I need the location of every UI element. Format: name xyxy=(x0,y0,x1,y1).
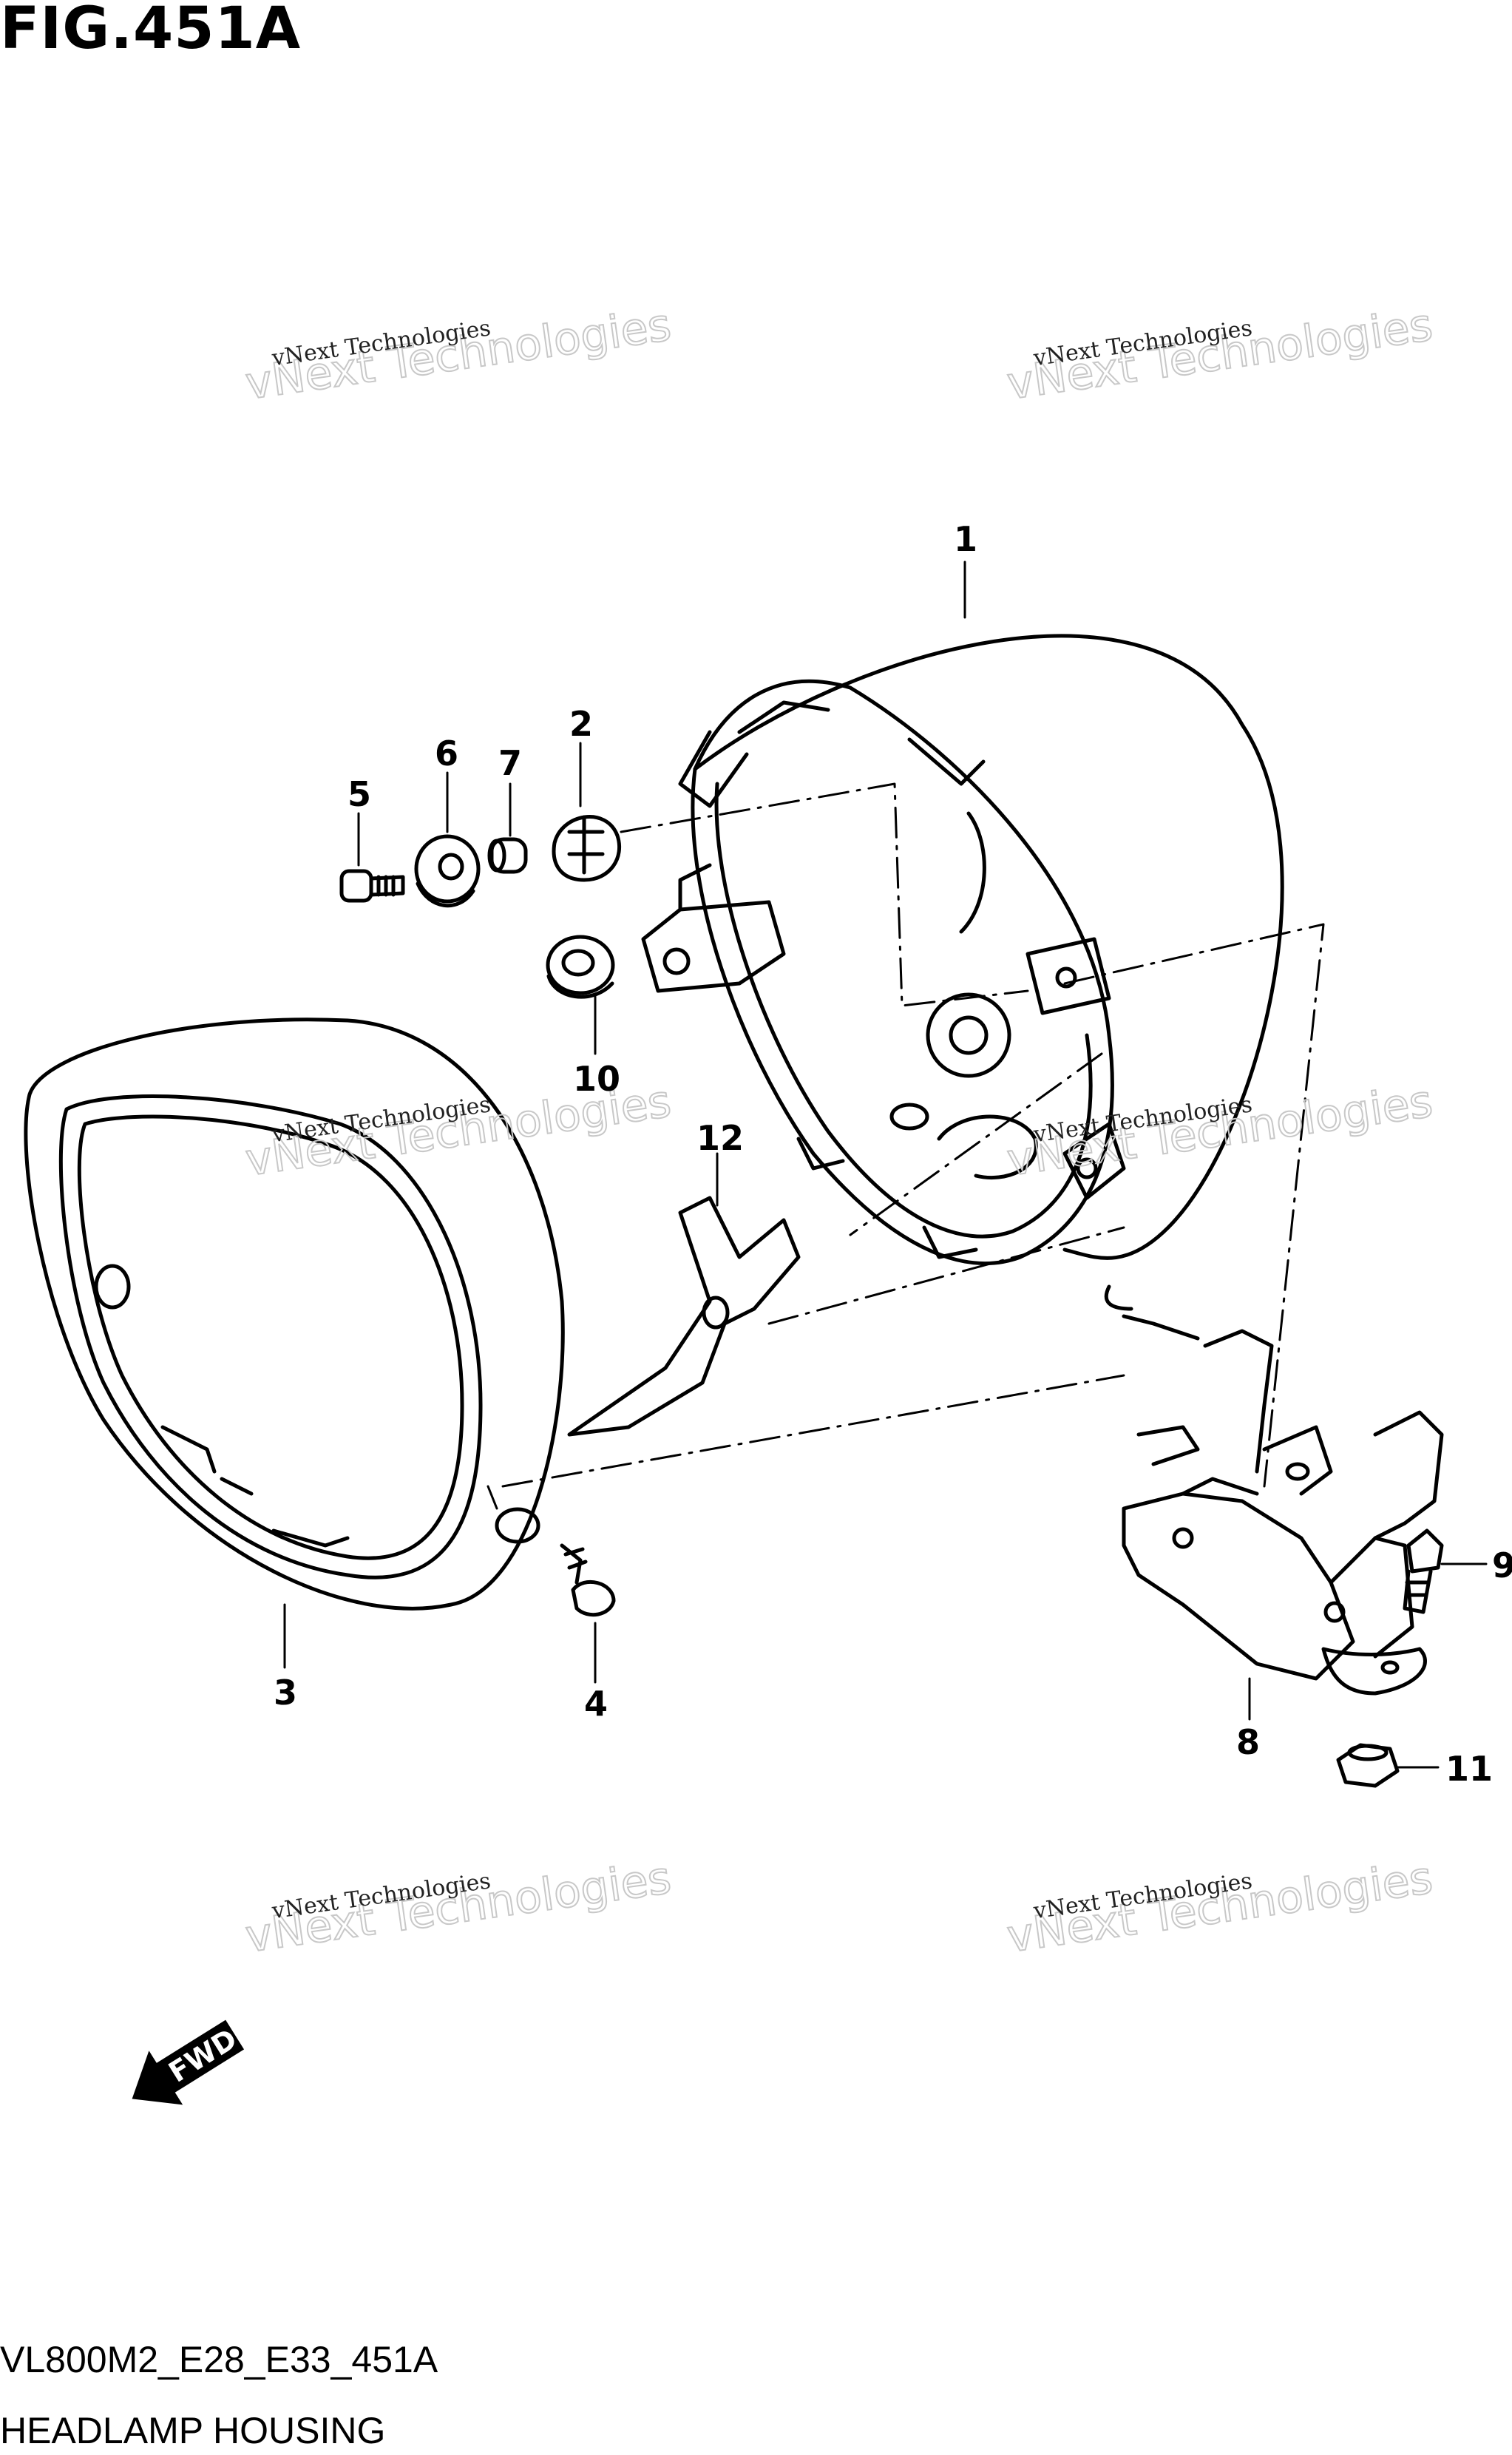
leader-lines xyxy=(283,561,1488,1769)
figure-code: VL800M2_E28_E33_451A xyxy=(0,2339,438,2380)
callout-9: 9 xyxy=(1492,1545,1512,1585)
callout-7: 7 xyxy=(498,743,522,783)
nut-part-11 xyxy=(1336,1743,1400,1788)
callout-2: 2 xyxy=(569,704,593,744)
callout-8: 8 xyxy=(1236,1722,1260,1762)
washer-part-6 xyxy=(414,834,481,908)
fwd-label: FWD xyxy=(163,2022,243,2089)
callout-11: 11 xyxy=(1445,1749,1493,1789)
headlamp-housing-shell xyxy=(641,634,1284,1265)
callout-6: 6 xyxy=(435,734,458,773)
bracket-part-12 xyxy=(567,1196,801,1437)
screw-part-5 xyxy=(339,869,405,903)
assembly-lines xyxy=(487,782,1325,1510)
callout-3: 3 xyxy=(274,1673,297,1713)
cushion-part-10 xyxy=(546,935,615,999)
collar-part-7 xyxy=(487,837,528,874)
figure-name: HEADLAMP HOUSING xyxy=(0,2410,386,2451)
stay-part-8 xyxy=(1104,1284,1444,1696)
screw-part-4 xyxy=(560,1543,616,1617)
nut-part-2 xyxy=(552,815,622,882)
callout-1: 1 xyxy=(954,519,977,559)
callout-4: 4 xyxy=(584,1684,608,1724)
bolt-part-9 xyxy=(1403,1528,1444,1614)
watermark-group: vNext Technologies vNext Technologies vN… xyxy=(242,298,1437,1963)
forward-direction-arrow: FWD xyxy=(132,2019,245,2105)
headlamp-rim xyxy=(24,1017,565,1611)
callout-5: 5 xyxy=(348,774,371,814)
callout-labels: 1 2 3 4 5 6 7 8 9 10 11 12 xyxy=(274,519,1512,1789)
callout-10: 10 xyxy=(573,1059,620,1099)
callout-12: 12 xyxy=(696,1118,744,1158)
figure-title: FIG.451A xyxy=(0,0,302,62)
